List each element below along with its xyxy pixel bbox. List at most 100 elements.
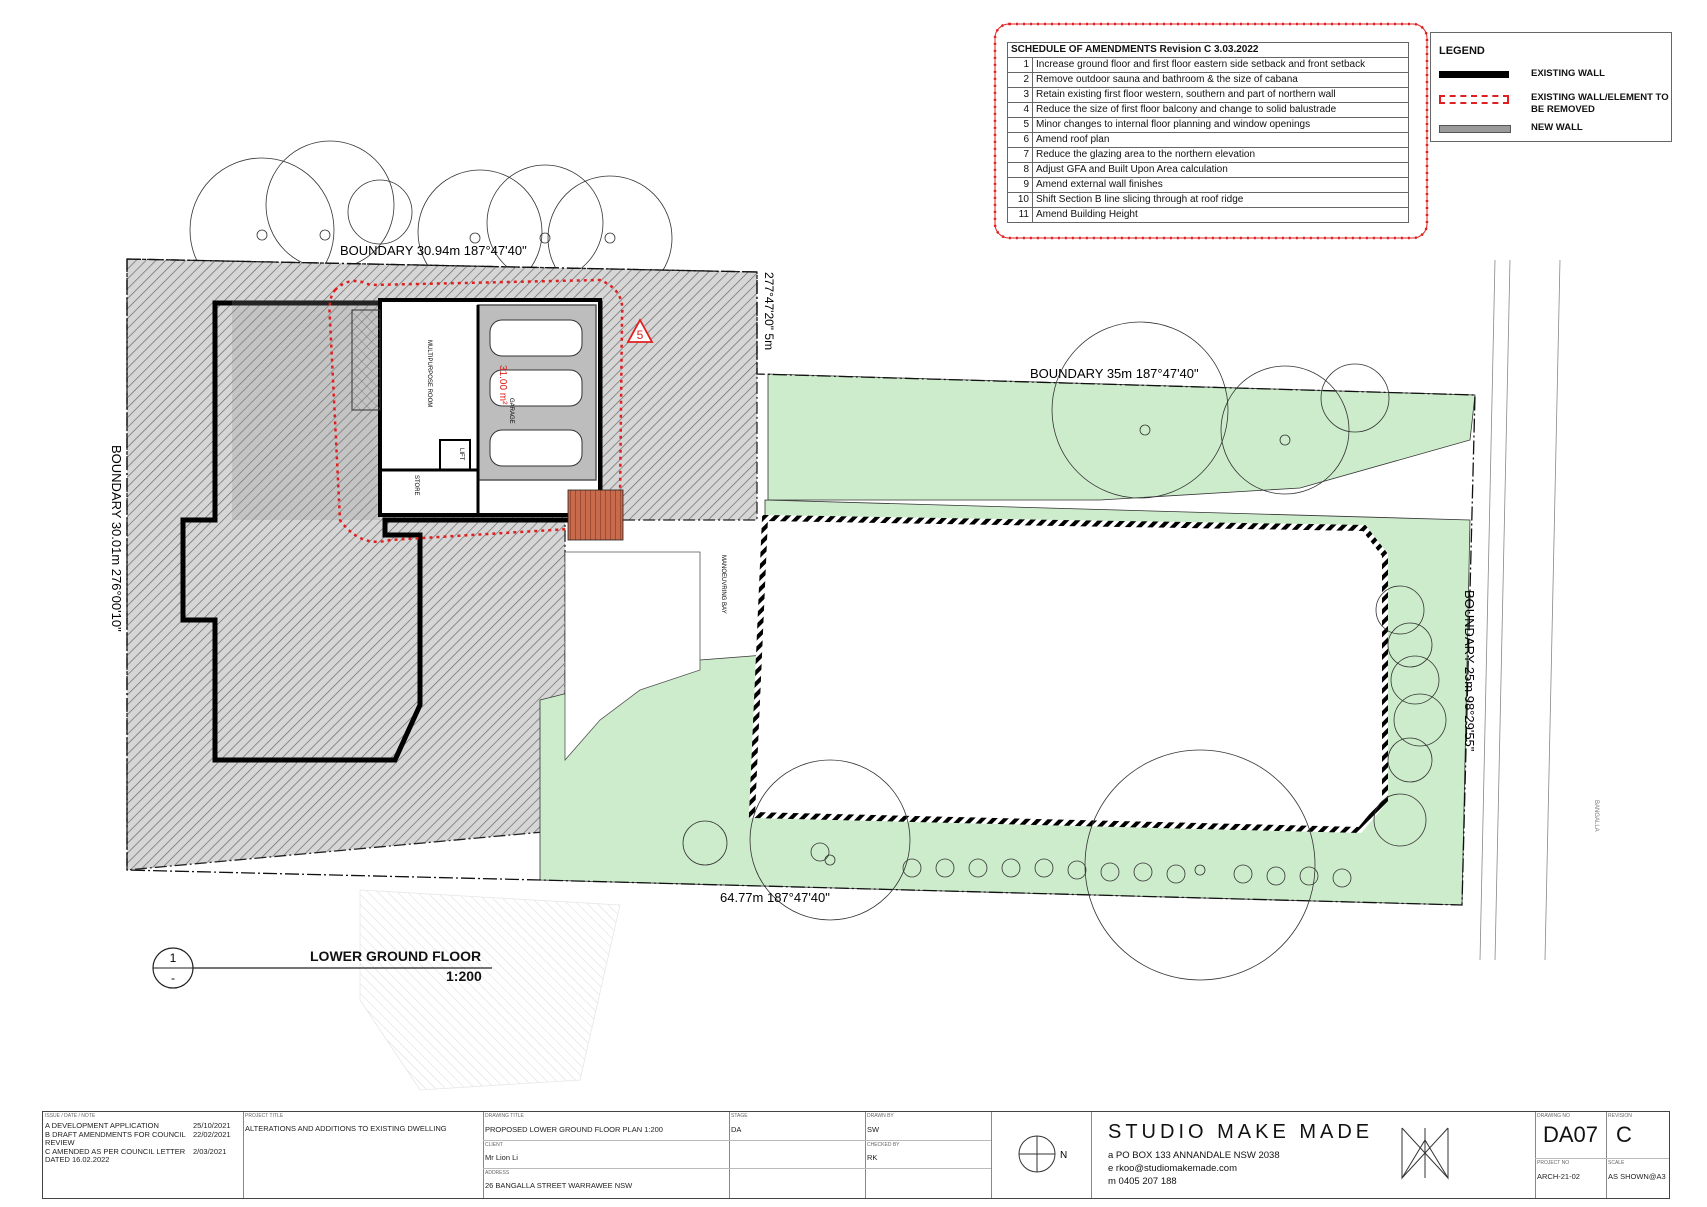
issue-note: B DRAFT AMENDMENTS FOR COUNCIL bbox=[45, 1129, 186, 1139]
schedule-row-number: 4 bbox=[1007, 102, 1033, 118]
landscape-north bbox=[767, 373, 1476, 501]
boundary-east-short-label: 277°47'20" 5m bbox=[762, 272, 776, 350]
maneuvering-bay-label: MANOEUVRING BAY bbox=[720, 555, 726, 614]
north-label: N bbox=[1060, 1150, 1067, 1161]
lift-shaft bbox=[439, 439, 471, 471]
client-name: Mr Lion Li bbox=[485, 1153, 518, 1162]
street-name-label: BANGALLA bbox=[1593, 800, 1599, 832]
scale-value: AS SHOWN@A3 bbox=[1608, 1172, 1666, 1181]
project-no-value: ARCH-21-02 bbox=[1537, 1172, 1580, 1181]
schedule-row-number: 11 bbox=[1007, 207, 1033, 223]
room-garage-label: GARAGE bbox=[508, 398, 514, 424]
schedule-row-text: Increase ground floor and first floor ea… bbox=[1032, 57, 1409, 73]
tree-canopies-garden bbox=[682, 321, 1447, 981]
revision-value: C bbox=[1616, 1122, 1632, 1147]
issue-note: C AMENDED AS PER COUNCIL LETTER bbox=[45, 1146, 186, 1156]
title-block: ISSUE / DATE / NOTE A DEVELOPMENT APPLIC… bbox=[42, 1111, 1670, 1199]
scale-label: SCALE bbox=[1608, 1160, 1625, 1166]
schedule-row-text: Retain existing first floor western, sou… bbox=[1032, 87, 1409, 103]
schedule-row-text: Amend Building Height bbox=[1032, 207, 1409, 223]
legend: LEGEND EXISTING WALL EXISTING WALL/ELEME… bbox=[1430, 32, 1672, 142]
hedge-row bbox=[810, 842, 1352, 888]
drawn-value: SW bbox=[867, 1125, 880, 1134]
to-remove-label-line2: BE REMOVED bbox=[1531, 104, 1595, 115]
issue-date: 22/02/2021 bbox=[193, 1129, 231, 1139]
stage-value: DA bbox=[731, 1125, 742, 1134]
legend-title: LEGEND bbox=[1439, 45, 1485, 57]
schedule-row-number: 2 bbox=[1007, 72, 1033, 88]
room-store-label: STORE bbox=[413, 475, 419, 496]
project-title: ALTERATIONS AND ADDITIONS TO EXISTING DW… bbox=[245, 1124, 447, 1133]
checked-value: RK bbox=[867, 1153, 878, 1162]
schedule-row-text: Reduce the size of first floor balcony a… bbox=[1032, 102, 1409, 118]
site-boundary bbox=[126, 258, 1476, 906]
address-label: ADDRESS bbox=[485, 1170, 510, 1176]
issue-label: ISSUE / DATE / NOTE bbox=[45, 1113, 96, 1119]
new-wall-label: NEW WALL bbox=[1531, 122, 1583, 133]
to-remove-swatch bbox=[1439, 95, 1509, 104]
room-multipurpose-label: MULTIPURPOSE ROOM bbox=[426, 340, 432, 407]
existing-wall-label: EXISTING WALL bbox=[1531, 68, 1605, 79]
issue-note: DATED 16.02.2022 bbox=[45, 1155, 110, 1164]
studio-name: STUDIO MAKE MADE bbox=[1108, 1121, 1374, 1143]
issue-row: REVIEW bbox=[45, 1138, 241, 1148]
client-label: CLIENT bbox=[485, 1142, 503, 1148]
revision-triangle bbox=[626, 318, 654, 343]
studio-logo-icon bbox=[1401, 1127, 1449, 1180]
boundary-west-label: BOUNDARY 30.01m 276°00'10" bbox=[109, 445, 124, 632]
schedule-row-text: Minor changes to internal floor planning… bbox=[1032, 117, 1409, 133]
studio-email: e rkoo@studiomakemade.com bbox=[1108, 1163, 1237, 1174]
to-remove-label-line1: EXISTING WALL/ELEMENT TO bbox=[1531, 92, 1669, 103]
schedule-row-number: 8 bbox=[1007, 162, 1033, 178]
stage-label: STAGE bbox=[731, 1113, 748, 1119]
revision-label: REVISION bbox=[1608, 1113, 1632, 1119]
schedule-row-text: Shift Section B line slicing through at … bbox=[1032, 192, 1409, 208]
revision-cloud-outline bbox=[994, 23, 1428, 239]
existing-house-walls bbox=[180, 300, 603, 763]
schedule-row-number: 3 bbox=[1007, 87, 1033, 103]
schedule-row-number: 6 bbox=[1007, 132, 1033, 148]
studio-mobile: m 0405 207 188 bbox=[1108, 1176, 1177, 1187]
drawn-label: DRAWN BY bbox=[867, 1113, 894, 1119]
schedule-row-number: 7 bbox=[1007, 147, 1033, 163]
upper-floor-outline bbox=[232, 300, 380, 520]
drawing-marker-number: 1 bbox=[170, 951, 177, 965]
new-wall-swatch bbox=[1439, 125, 1511, 133]
site-address: 26 BANGALLA STREET WARRAWEE NSW bbox=[485, 1181, 633, 1190]
drawing-number: DA07 bbox=[1543, 1122, 1599, 1147]
drawing-marker-sheet: - bbox=[171, 971, 175, 985]
schedule-title: SCHEDULE OF AMENDMENTS Revision C 3.03.2… bbox=[1007, 42, 1409, 58]
schedule-row-number: 5 bbox=[1007, 117, 1033, 133]
schedule-row-text: Amend external wall finishes bbox=[1032, 177, 1409, 193]
boundary-east-label: BOUNDARY 25m 98°29'55" bbox=[1462, 590, 1477, 752]
internal-stair bbox=[351, 309, 381, 411]
drawing-title-label: DRAWING TITLE bbox=[485, 1113, 524, 1119]
titleblock-drawing-title: PROPOSED LOWER GROUND FLOOR PLAN 1:200 bbox=[485, 1125, 663, 1134]
drawing-title: LOWER GROUND FLOOR bbox=[310, 948, 482, 964]
drawing-scale: 1:200 bbox=[446, 968, 482, 984]
schedule-row-text: Adjust GFA and Built Upon Area calculati… bbox=[1032, 162, 1409, 178]
existing-wall-swatch bbox=[1439, 71, 1509, 78]
schedule-row-text: Remove outdoor sauna and bathroom & the … bbox=[1032, 72, 1409, 88]
neighbour-dwelling bbox=[359, 889, 621, 1091]
schedule-row-text: Reduce the glazing area to the northern … bbox=[1032, 147, 1409, 163]
boundary-south-label: 64.77m 187°47'40" bbox=[720, 890, 830, 905]
issue-note: A DEVELOPMENT APPLICATION bbox=[45, 1121, 159, 1130]
issue-row: B DRAFT AMENDMENTS FOR COUNCIL 22/02/2021 bbox=[45, 1129, 241, 1140]
car-outlines bbox=[489, 319, 583, 467]
court-slab bbox=[748, 514, 1388, 834]
schedule-of-amendments: SCHEDULE OF AMENDMENTS Revision C 3.03.2… bbox=[1007, 42, 1409, 223]
